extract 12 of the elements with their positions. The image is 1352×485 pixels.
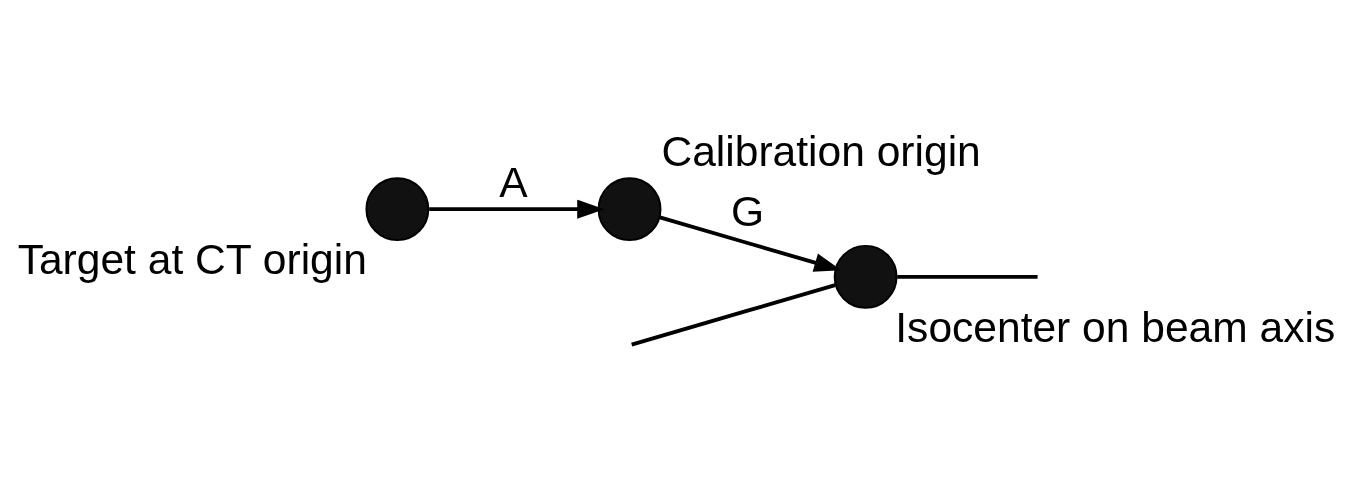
edge-label: A	[499, 157, 528, 206]
node-circle	[833, 244, 898, 309]
node-label: Target at CT origin	[17, 234, 367, 283]
connector	[631, 282, 836, 346]
node-label: Calibration origin	[661, 126, 981, 175]
edge-label: G	[731, 186, 765, 235]
node-circle	[597, 176, 662, 241]
connector	[897, 274, 1038, 279]
node-label: Isocenter on beam axis	[895, 302, 1336, 351]
node-circle	[365, 176, 430, 241]
arrow	[659, 215, 842, 272]
arrow	[429, 199, 605, 219]
